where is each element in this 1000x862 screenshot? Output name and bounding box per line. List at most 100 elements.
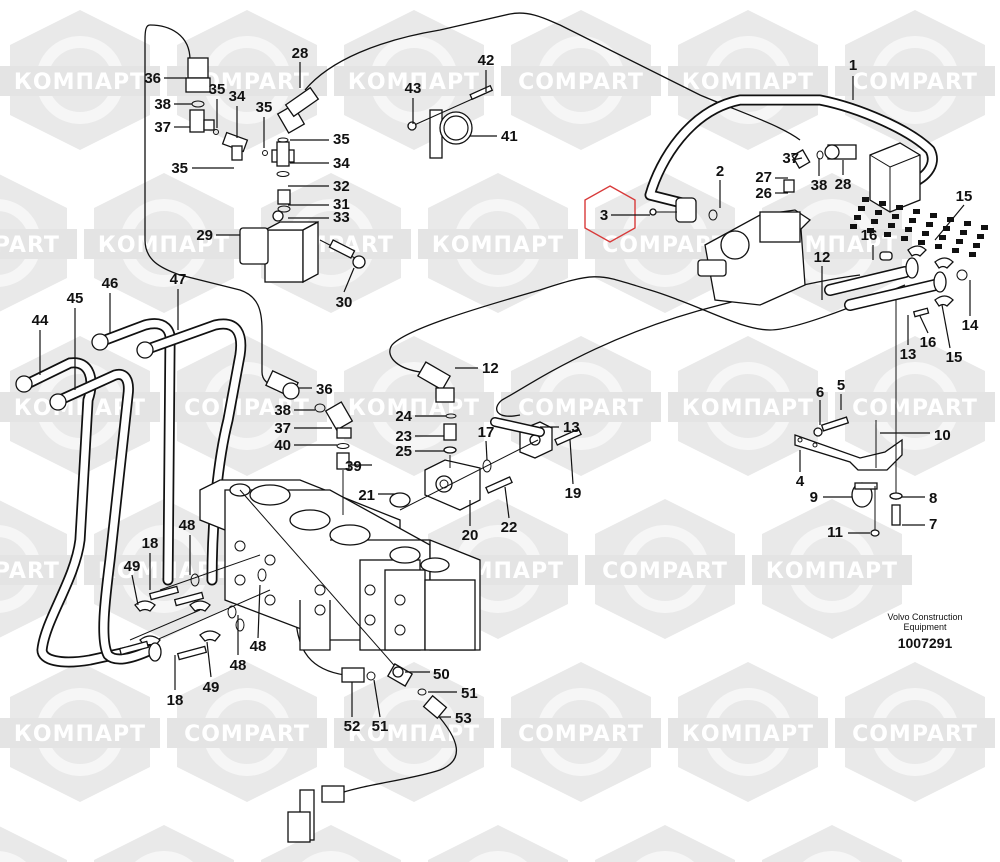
callout-5[interactable]: 5: [837, 377, 845, 410]
callout-number[interactable]: 35: [256, 99, 273, 116]
callout-number[interactable]: 30: [336, 294, 353, 311]
callout-number[interactable]: 16: [920, 334, 937, 351]
callout-number[interactable]: 11: [827, 524, 843, 541]
callout-37[interactable]: 37: [782, 150, 803, 167]
callout-32[interactable]: 32: [288, 178, 350, 195]
callout-30[interactable]: 30: [336, 267, 355, 311]
callout-38[interactable]: 38: [811, 158, 828, 194]
callout-number[interactable]: 36: [144, 70, 161, 87]
callout-19[interactable]: 19: [565, 439, 582, 502]
callout-35[interactable]: 35: [256, 99, 273, 148]
callout-36[interactable]: 36: [298, 381, 333, 398]
callout-31[interactable]: 31: [288, 196, 350, 213]
callout-number[interactable]: 4: [796, 473, 805, 490]
callout-45[interactable]: 45: [67, 290, 84, 390]
callout-36[interactable]: 36: [144, 70, 187, 87]
callout-number[interactable]: 32: [333, 178, 350, 195]
callout-number[interactable]: 10: [934, 427, 951, 444]
callout-4[interactable]: 4: [796, 450, 805, 490]
callout-18[interactable]: 18: [167, 655, 184, 709]
callout-39[interactable]: 39: [345, 458, 372, 475]
callout-20[interactable]: 20: [462, 500, 479, 544]
callout-number[interactable]: 12: [814, 249, 831, 266]
callout-43[interactable]: 43: [405, 80, 422, 124]
callout-number[interactable]: 6: [816, 384, 824, 401]
callout-number[interactable]: 34: [333, 155, 350, 172]
callout-16[interactable]: 16: [919, 315, 937, 351]
callout-number[interactable]: 35: [333, 131, 350, 148]
callout-number[interactable]: 47: [170, 271, 187, 288]
callout-number[interactable]: 15: [946, 349, 963, 366]
callout-9[interactable]: 9: [810, 489, 852, 506]
callout-number[interactable]: 42: [478, 52, 495, 69]
callout-10[interactable]: 10: [880, 427, 951, 444]
callout-number[interactable]: 34: [229, 88, 246, 105]
callout-number[interactable]: 51: [372, 718, 389, 735]
callout-15[interactable]: 15: [941, 304, 963, 366]
callout-35[interactable]: 35: [290, 131, 350, 148]
callout-number[interactable]: 18: [142, 535, 159, 552]
callout-12[interactable]: 12: [814, 249, 831, 300]
callout-number[interactable]: 13: [900, 346, 917, 363]
callout-13[interactable]: 13: [900, 315, 917, 363]
callout-number[interactable]: 38: [274, 402, 291, 419]
callout-number[interactable]: 23: [395, 428, 412, 445]
callout-24[interactable]: 24: [395, 408, 446, 425]
callout-number[interactable]: 13: [563, 419, 580, 436]
callout-number[interactable]: 46: [102, 275, 119, 292]
callout-number[interactable]: 26: [755, 185, 772, 202]
callout-3[interactable]: 3: [600, 207, 650, 224]
callout-number[interactable]: 24: [395, 408, 412, 425]
callout-number[interactable]: 2: [716, 163, 724, 180]
callout-16[interactable]: 16: [861, 227, 878, 260]
callout-number[interactable]: 48: [179, 517, 196, 534]
callout-number[interactable]: 22: [501, 519, 518, 536]
callout-7[interactable]: 7: [902, 516, 937, 533]
callout-14[interactable]: 14: [962, 280, 979, 334]
callout-number[interactable]: 37: [274, 420, 291, 437]
callout-number[interactable]: 18: [167, 692, 184, 709]
callout-number[interactable]: 25: [395, 443, 412, 460]
callout-34[interactable]: 34: [290, 155, 350, 172]
callout-number[interactable]: 21: [358, 487, 375, 504]
callout-49[interactable]: 49: [124, 558, 141, 606]
callout-number[interactable]: 1: [849, 57, 857, 74]
callout-53[interactable]: 53: [440, 710, 472, 727]
callout-22[interactable]: 22: [501, 486, 518, 536]
callout-28[interactable]: 28: [835, 160, 852, 193]
callout-12[interactable]: 12: [455, 360, 499, 377]
callout-47[interactable]: 47: [170, 271, 187, 330]
callout-49[interactable]: 49: [203, 641, 220, 696]
callout-29[interactable]: 29: [196, 227, 240, 244]
callout-6[interactable]: 6: [816, 384, 824, 425]
callout-38[interactable]: 38: [154, 96, 192, 113]
callout-number[interactable]: 38: [811, 177, 828, 194]
callout-17[interactable]: 17: [478, 424, 495, 461]
callout-41[interactable]: 41: [470, 128, 518, 145]
callout-number[interactable]: 52: [344, 718, 361, 735]
callout-21[interactable]: 21: [358, 487, 395, 504]
callout-number[interactable]: 14: [962, 317, 979, 334]
callout-number[interactable]: 53: [455, 710, 472, 727]
callout-number[interactable]: 19: [565, 485, 582, 502]
callout-number[interactable]: 38: [154, 96, 171, 113]
callout-27[interactable]: 27: [755, 169, 788, 186]
callout-13[interactable]: 13: [540, 419, 580, 436]
callout-number[interactable]: 43: [405, 80, 422, 97]
callout-8[interactable]: 8: [902, 490, 937, 507]
callout-number[interactable]: 8: [929, 490, 937, 507]
callout-11[interactable]: 11: [827, 524, 870, 541]
callout-number[interactable]: 41: [501, 128, 518, 145]
callout-number[interactable]: 31: [333, 196, 350, 213]
callout-number[interactable]: 37: [154, 119, 171, 136]
callout-15[interactable]: 15: [934, 188, 972, 241]
callout-33[interactable]: 33: [288, 209, 350, 226]
callout-51[interactable]: 51: [428, 685, 478, 702]
callout-number[interactable]: 5: [837, 377, 845, 394]
callout-28[interactable]: 28: [292, 45, 309, 88]
callout-number[interactable]: 49: [203, 679, 220, 696]
callout-50[interactable]: 50: [405, 666, 450, 683]
callout-46[interactable]: 46: [102, 275, 119, 333]
callout-51[interactable]: 51: [372, 679, 389, 735]
callout-number[interactable]: 48: [250, 638, 267, 655]
